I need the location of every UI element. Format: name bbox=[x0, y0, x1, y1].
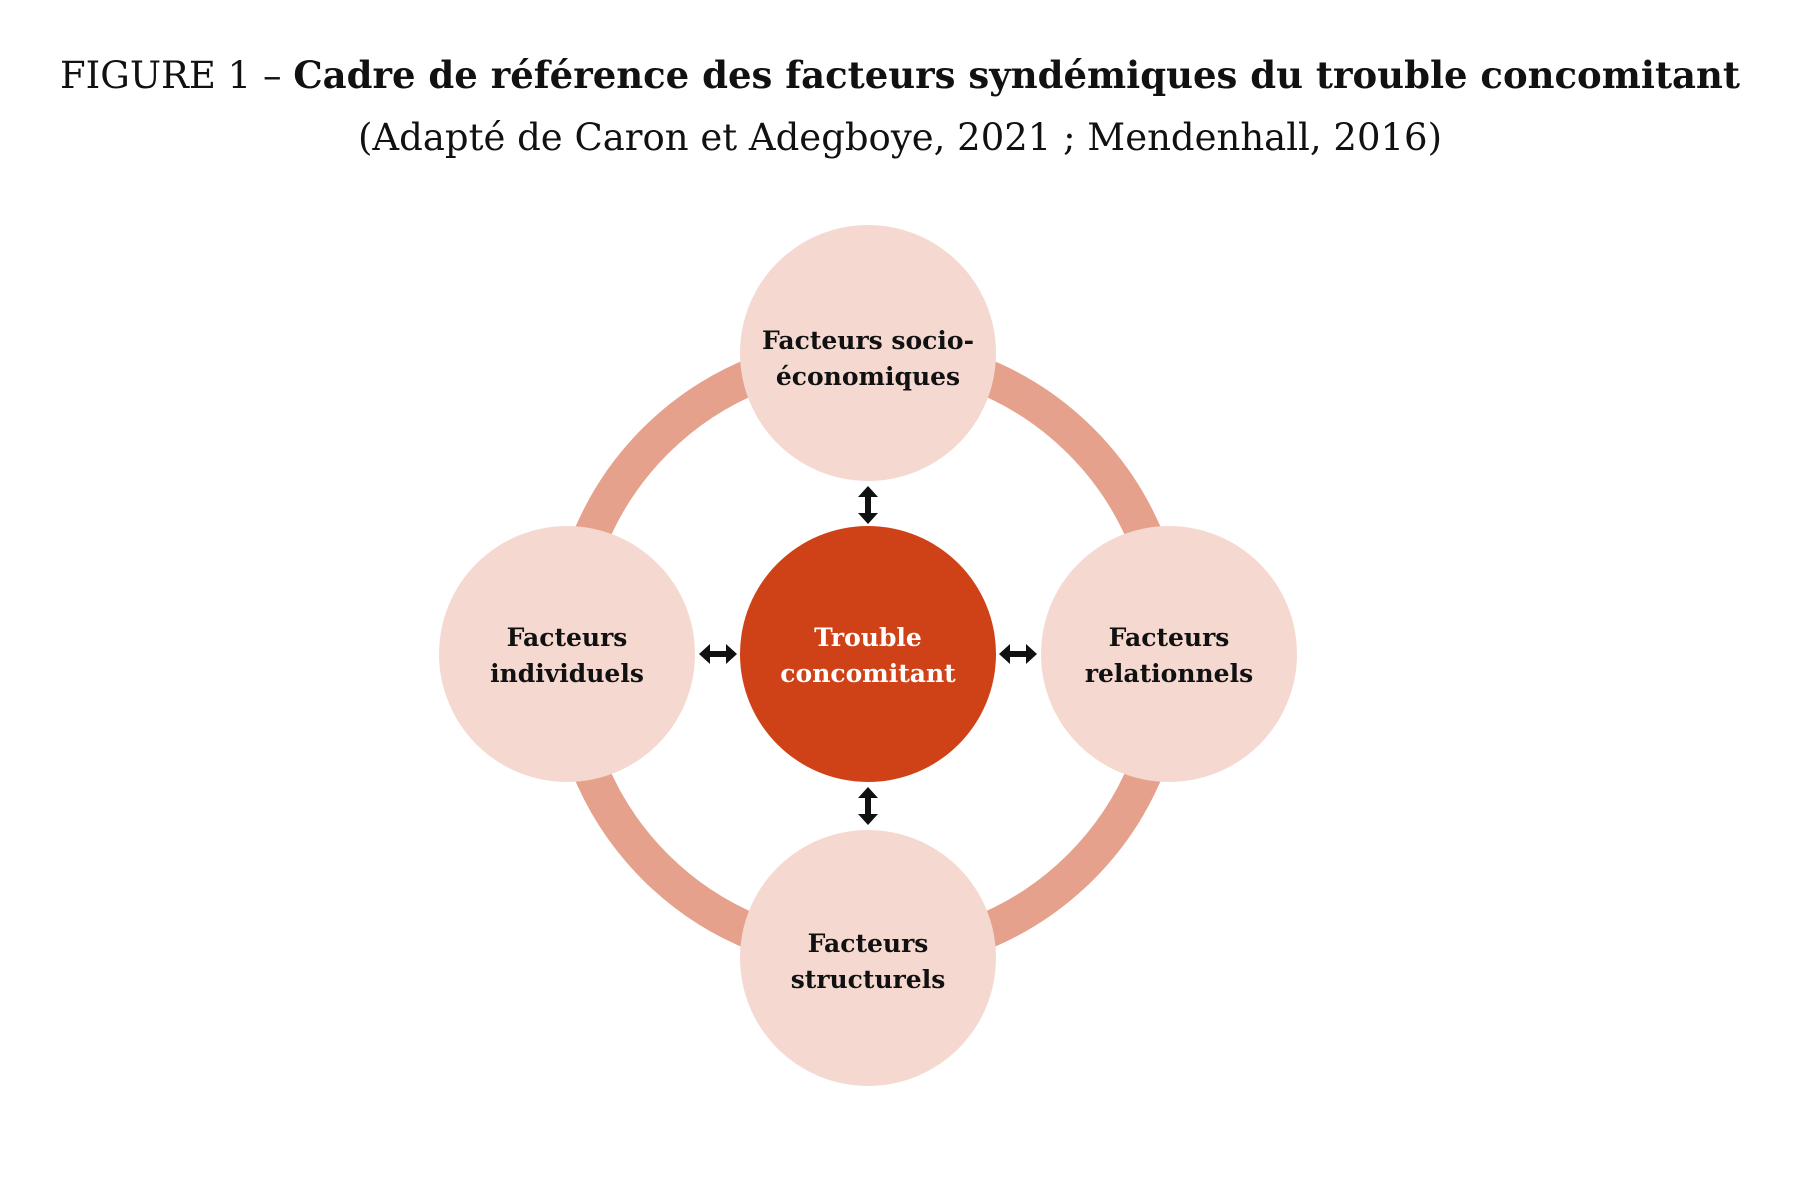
node-top-line2: économiques bbox=[776, 362, 960, 391]
node-right-line1: Facteurs bbox=[1109, 623, 1230, 652]
double-arrow-horizontal-left-icon bbox=[699, 644, 737, 664]
node-top: Facteurs socio- économiques bbox=[740, 225, 996, 481]
node-center: Trouble concomitant bbox=[740, 526, 996, 782]
node-right-line2: relationnels bbox=[1085, 659, 1253, 688]
node-left: Facteurs individuels bbox=[439, 526, 695, 782]
figure-label: FIGURE 1 – bbox=[60, 54, 293, 97]
node-bottom-line2: structurels bbox=[791, 965, 946, 994]
double-arrow-horizontal-right-icon bbox=[999, 644, 1037, 664]
figure-title: FIGURE 1 – Cadre de référence des facteu… bbox=[60, 53, 1740, 97]
node-bottom-line1: Facteurs bbox=[808, 929, 929, 958]
arrows bbox=[699, 486, 1037, 825]
node-bottom: Facteurs structurels bbox=[740, 830, 996, 1086]
node-top-line1: Facteurs socio- bbox=[762, 326, 974, 355]
double-arrow-vertical-bottom-icon bbox=[858, 787, 878, 825]
node-right: Facteurs relationnels bbox=[1041, 526, 1297, 782]
figure-title-main: Cadre de référence des facteurs syndémiq… bbox=[293, 53, 1740, 97]
double-arrow-vertical-top-icon bbox=[858, 486, 878, 524]
figure-subtitle: (Adapté de Caron et Adegboye, 2021 ; Men… bbox=[358, 116, 1442, 159]
node-center-line2: concomitant bbox=[780, 659, 956, 688]
node-left-line1: Facteurs bbox=[507, 623, 628, 652]
node-left-line2: individuels bbox=[490, 659, 644, 688]
node-center-line1: Trouble bbox=[814, 623, 922, 652]
